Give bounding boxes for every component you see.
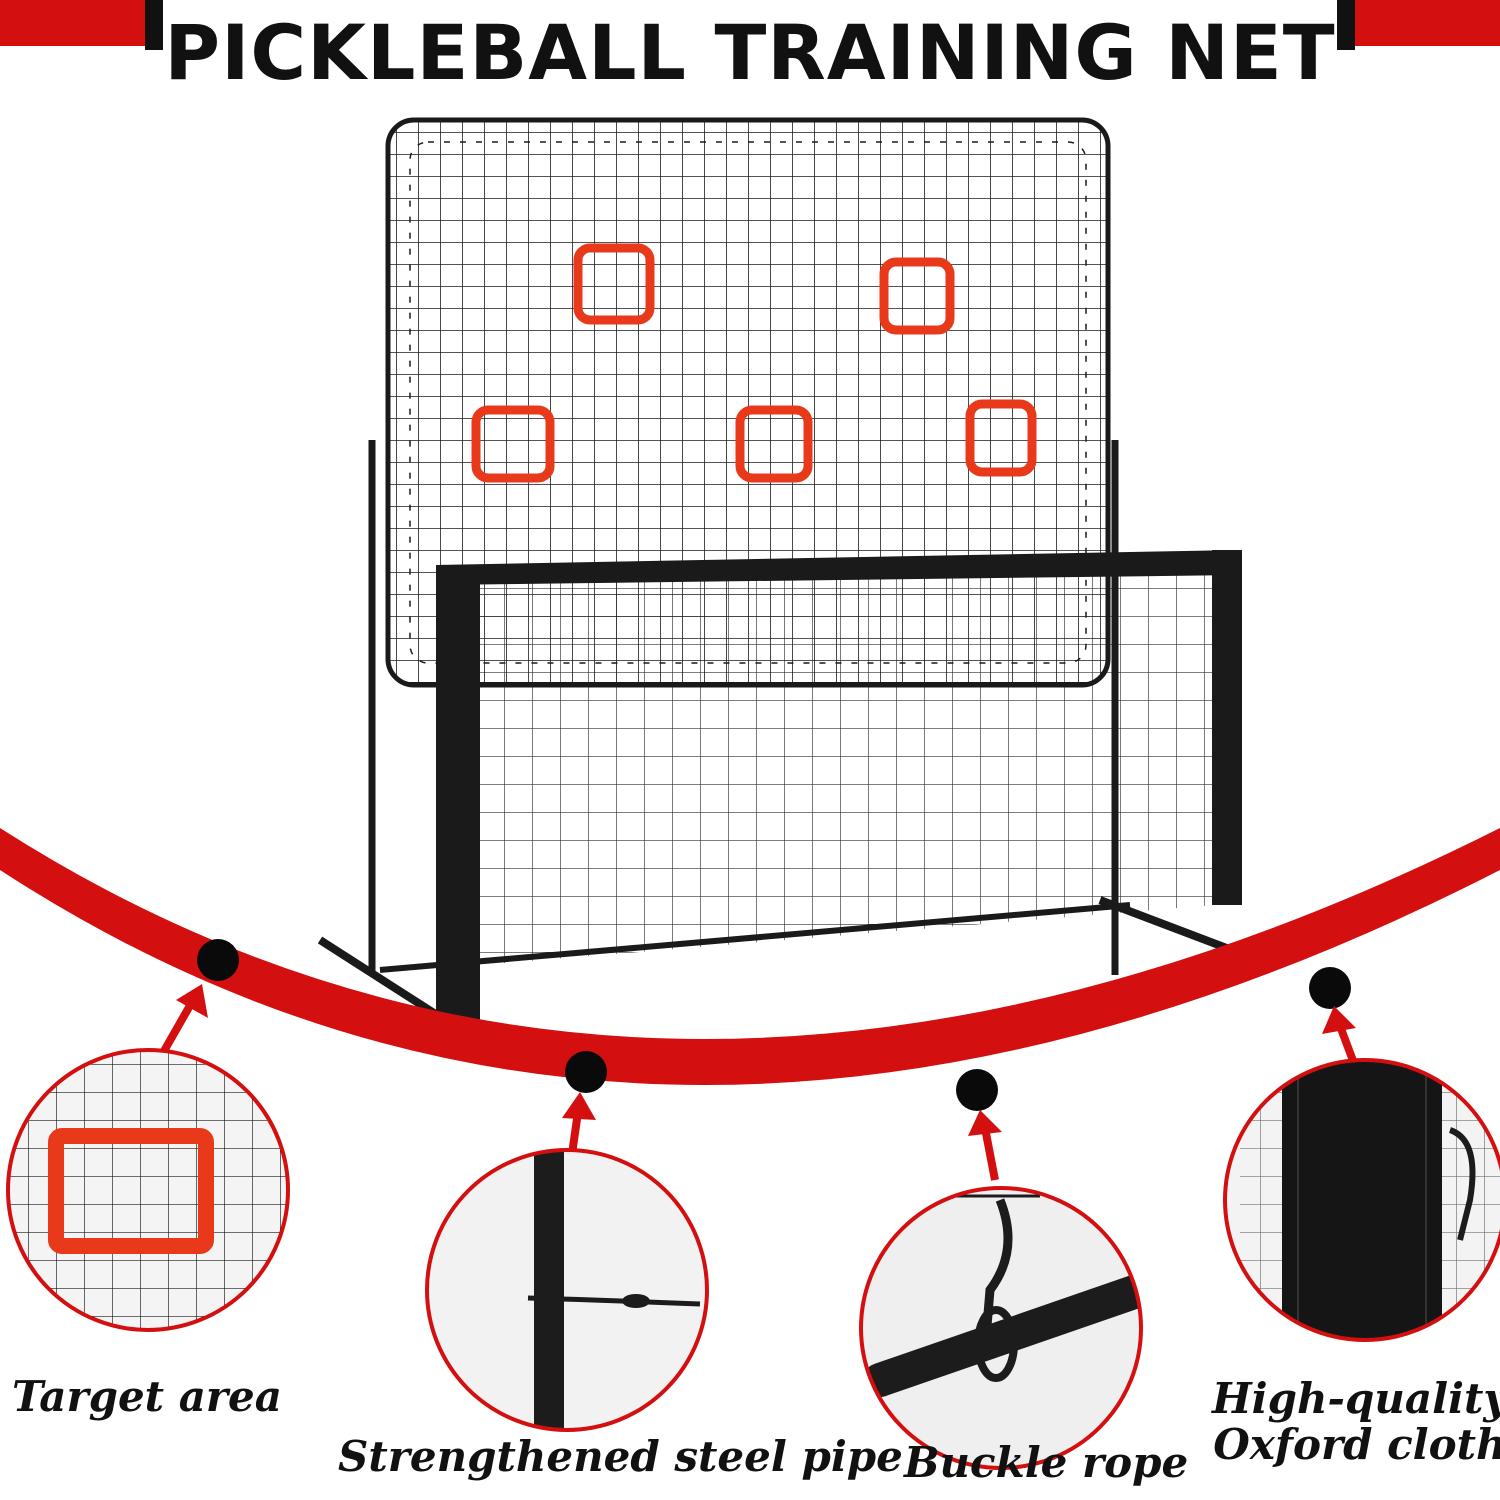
- detail-target-area: [6, 1048, 290, 1332]
- corner-accent-right-edge: [1337, 0, 1355, 50]
- detail-buckle-rope: [859, 1186, 1143, 1470]
- detail-oxford-cloth: [1223, 1058, 1500, 1342]
- target-squares: [471, 243, 1037, 483]
- feature-label-oxford-line1: High-quality: [1212, 1374, 1500, 1423]
- feature-label-steel-pipe: Strengthened steel pipe: [338, 1432, 903, 1481]
- target-square: [735, 405, 813, 483]
- front-net: [379, 550, 1242, 1020]
- arc-dot: [1309, 967, 1351, 1009]
- feature-label-oxford-cloth: High-quality Oxford cloth: [1212, 1374, 1500, 1470]
- target-square: [965, 399, 1037, 477]
- arc-dot: [197, 939, 239, 981]
- feature-label-target-area: Target area: [12, 1372, 282, 1421]
- corner-accent-left-edge: [145, 0, 163, 50]
- page-title: PICKLEBALL TRAINING NET: [164, 8, 1336, 97]
- corner-accent-right: [1340, 0, 1500, 46]
- arc-dot: [956, 1069, 998, 1111]
- target-square: [573, 243, 655, 325]
- steel-pipe-icon: [527, 1150, 701, 1430]
- corner-accent-left: [0, 0, 160, 46]
- arc-dot: [565, 1051, 607, 1093]
- red-arc: [0, 828, 1500, 1085]
- target-square: [471, 405, 555, 483]
- detail-steel-pipe: [425, 1148, 709, 1432]
- feature-label-oxford-line2: Oxford cloth: [1213, 1420, 1500, 1470]
- target-square: [879, 257, 955, 335]
- target-square-icon: [48, 1128, 214, 1254]
- oxford-cloth-icon: [1240, 1060, 1500, 1340]
- feature-label-buckle-rope: Buckle rope: [904, 1438, 1189, 1487]
